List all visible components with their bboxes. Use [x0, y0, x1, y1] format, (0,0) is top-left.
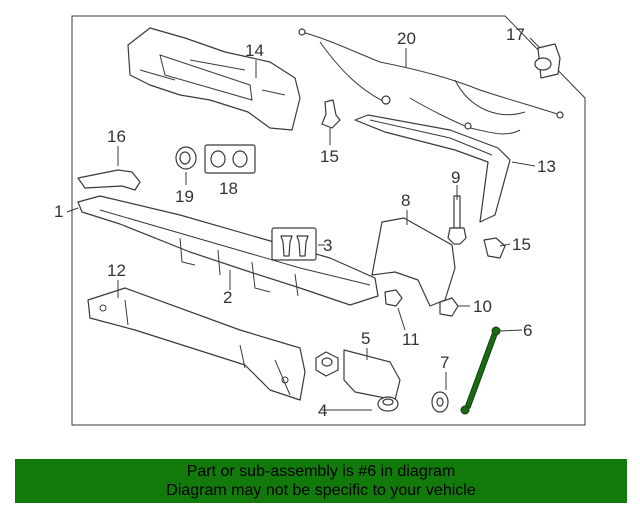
callout-3: 3 — [323, 236, 332, 255]
part-13-bracket — [354, 114, 511, 223]
part-1-bumper-bar — [77, 195, 379, 306]
part-10-fastener — [439, 297, 459, 317]
part-15-clip-upper — [321, 99, 341, 129]
part-12-frame — [87, 287, 306, 401]
callout-8: 8 — [401, 191, 410, 210]
part-11-clip — [384, 289, 403, 307]
info-banner: Part or sub-assembly is #6 in diagram Di… — [15, 459, 627, 503]
callout-2: 2 — [223, 288, 232, 307]
part-8-bracket — [371, 217, 456, 307]
callout-12: 12 — [107, 261, 126, 280]
part-3-bolts — [271, 227, 317, 261]
part-20-wiring-harness — [298, 28, 564, 135]
callout-19: 19 — [175, 187, 194, 206]
callout-14: 14 — [245, 41, 264, 60]
part-6-strut — [460, 326, 501, 415]
callout-15-upper: 15 — [320, 147, 339, 166]
part-18-bushings — [204, 144, 256, 174]
callout-labels: 1 2 3 4 5 6 7 8 9 10 11 12 13 14 15 15 1… — [54, 25, 556, 420]
diagram-frame — [71, 15, 586, 426]
part-19-bushing — [175, 146, 197, 170]
part-14-trim-panel — [127, 27, 301, 131]
callout-9: 9 — [451, 168, 460, 187]
callout-7: 7 — [440, 353, 449, 372]
callout-6: 6 — [523, 321, 532, 340]
part-16-bracket — [77, 169, 141, 191]
callout-5: 5 — [361, 329, 370, 348]
part-5-bracket — [343, 349, 401, 401]
callout-15-lower: 15 — [512, 235, 531, 254]
callout-13: 13 — [537, 157, 556, 176]
callout-11: 11 — [402, 330, 420, 349]
part-17-sensor — [534, 43, 561, 79]
callout-20: 20 — [397, 29, 416, 48]
part-9-bolt — [447, 195, 467, 245]
banner-line-part: Part or sub-assembly is #6 in diagram — [186, 463, 456, 480]
part-4-nut-a — [315, 351, 339, 377]
callout-18: 18 — [219, 179, 238, 198]
leader-lines — [66, 37, 541, 411]
callout-17: 17 — [506, 25, 525, 44]
callout-10: 10 — [473, 297, 492, 316]
banner-line-disclaimer: Diagram may not be specific to your vehi… — [166, 482, 476, 499]
part-7-grommet — [431, 391, 449, 413]
callout-16: 16 — [107, 127, 126, 146]
callout-4: 4 — [318, 401, 327, 420]
part-15-clip-lower — [483, 237, 506, 259]
part-4-nut-b — [377, 396, 399, 412]
callout-1: 1 — [54, 202, 63, 221]
